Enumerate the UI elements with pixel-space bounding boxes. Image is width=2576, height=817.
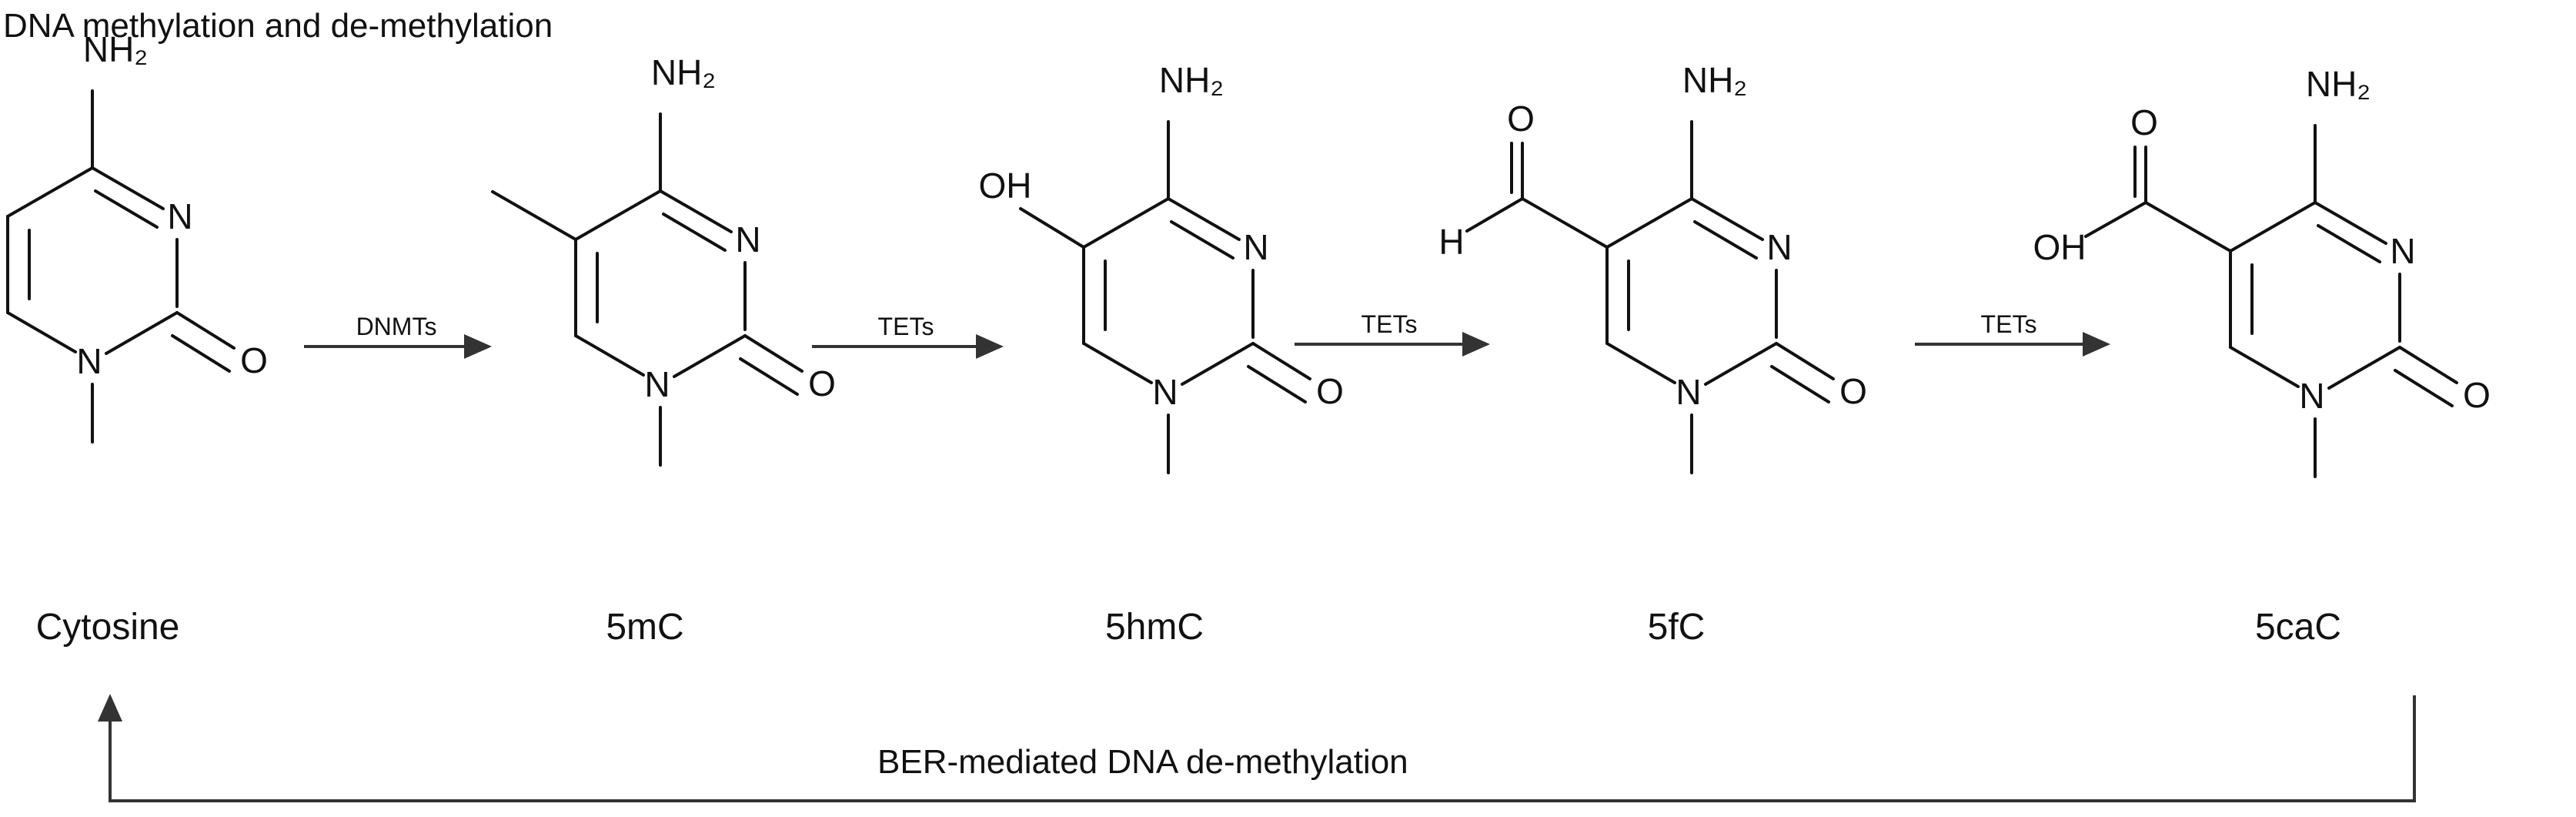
ber-label: BER-mediated DNA de-methylation (877, 743, 1408, 781)
hydroxymethyl-bond (1019, 207, 1085, 249)
reaction-label-3: TETs (1362, 310, 1418, 338)
molecule-5mc: NH₂ N O N 5mC (491, 52, 836, 648)
n3-label: N (2390, 231, 2415, 271)
n1-label: N (644, 364, 670, 404)
reaction-label-1: DNMTs (356, 313, 437, 340)
carboxyl-o-label: O (2130, 102, 2158, 142)
c2-o-double-bond (1770, 365, 1830, 403)
c4-n3-bond (91, 166, 165, 210)
amine-label: NH₂ (651, 52, 716, 92)
c2-o-double-bond (739, 357, 799, 396)
amine-label: NH₂ (2306, 64, 2371, 104)
o2-label: O (1839, 371, 1867, 411)
molecule-name-5mc: 5mC (606, 607, 683, 648)
molecule-cytosine: NH₂ N O N Cytosine (6, 29, 268, 648)
n1-c6-bond (6, 311, 77, 353)
c4-n3-double-bond (2317, 224, 2381, 263)
c4-n3-double-bond (1693, 220, 1758, 259)
n1-label: N (1152, 372, 1178, 412)
formyl-c-bond (1521, 197, 1609, 249)
amine-label: NH₂ (1682, 60, 1747, 100)
c2-o-bond (1775, 342, 1835, 380)
c2-o-bond (1251, 342, 1311, 380)
hydroxyl-label: OH (979, 166, 1032, 206)
ber-return-path: BER-mediated DNA de-methylation (98, 694, 2416, 802)
formyl-o-label: O (1507, 99, 1535, 139)
molecule-5cac: NH₂ N O N O OH 5caC (2033, 64, 2491, 648)
c2-n1-bond (673, 334, 747, 378)
carboxyl-oh-label: OH (2033, 227, 2087, 267)
c2-o-bond (743, 334, 804, 373)
c2-o-bond (175, 311, 236, 350)
amine-label: NH₂ (1159, 60, 1224, 100)
n1-label: N (76, 341, 102, 381)
molecule-name-5fc: 5fC (1648, 607, 1706, 648)
n1-c6-bond (574, 334, 645, 377)
n1-label: N (2299, 376, 2324, 416)
n1-c6-bond (1082, 342, 1153, 384)
reaction-label-2: TETs (878, 313, 934, 340)
c4-n3-double-bond (1170, 220, 1235, 259)
molecule-name-cytosine: Cytosine (36, 607, 180, 648)
c4-n3-bond (659, 189, 733, 233)
molecule-name-5hmc: 5hmC (1105, 607, 1204, 648)
ber-return-arrow (98, 694, 2416, 802)
c2-o-bond (2398, 346, 2458, 384)
n1-c6-bond (2229, 346, 2300, 388)
diagram-title: DNA methylation and de-methylation (3, 7, 553, 45)
c2-o-double-bond (171, 334, 231, 373)
c5-c4-bond (574, 189, 662, 241)
c2-n1-bond (1704, 342, 1778, 386)
c4-n3-double-bond (662, 213, 727, 252)
o2-label: O (808, 363, 836, 403)
o2-label: O (2463, 375, 2491, 415)
methyl-group (491, 190, 577, 241)
n1-label: N (1676, 372, 1701, 412)
c5-c4-bond (2229, 201, 2317, 253)
n3-label: N (735, 219, 760, 259)
n3-label: N (167, 196, 192, 236)
n3-label: N (1243, 227, 1268, 267)
formyl-h-label: H (1438, 222, 1464, 262)
reaction-arrows: DNMTs TETs TETs TETs (304, 310, 2110, 359)
c2-n1-bond (105, 311, 179, 355)
formyl-h-bond (1465, 197, 1524, 233)
c5-c4-bond (6, 166, 94, 218)
c4-n3-bond (1690, 197, 1764, 241)
reaction-label-4: TETs (1981, 310, 2037, 338)
carboxyl-oh-bond (2084, 201, 2147, 238)
c4-n3-double-bond (94, 189, 159, 229)
c4-n3-bond (2314, 201, 2387, 245)
n3-label: N (1766, 227, 1792, 267)
molecules-group: NH₂NONCytosineNH₂NON5mCNH₂NONOH5hmCNH₂NO… (6, 29, 2491, 648)
o2-label: O (240, 340, 268, 380)
carboxyl-c-bond (2144, 201, 2232, 253)
c2-n1-bond (2327, 346, 2401, 390)
c4-n3-bond (1167, 197, 1241, 241)
c2-n1-bond (1181, 342, 1255, 386)
molecule-5fc: NH₂ N O N O H 5fC (1438, 60, 1867, 648)
molecule-name-5cac: 5caC (2255, 607, 2341, 648)
c5-c4-bond (1605, 197, 1693, 249)
molecule-5hmc: NH₂ N O N OH 5hmC (979, 60, 1344, 648)
c5-c4-bond (1082, 197, 1170, 249)
c2-o-double-bond (2394, 369, 2454, 407)
o2-label: O (1316, 371, 1344, 411)
c2-o-double-bond (1247, 365, 1307, 403)
amine-label: NH₂ (83, 29, 148, 69)
n1-c6-bond (1605, 342, 1676, 384)
